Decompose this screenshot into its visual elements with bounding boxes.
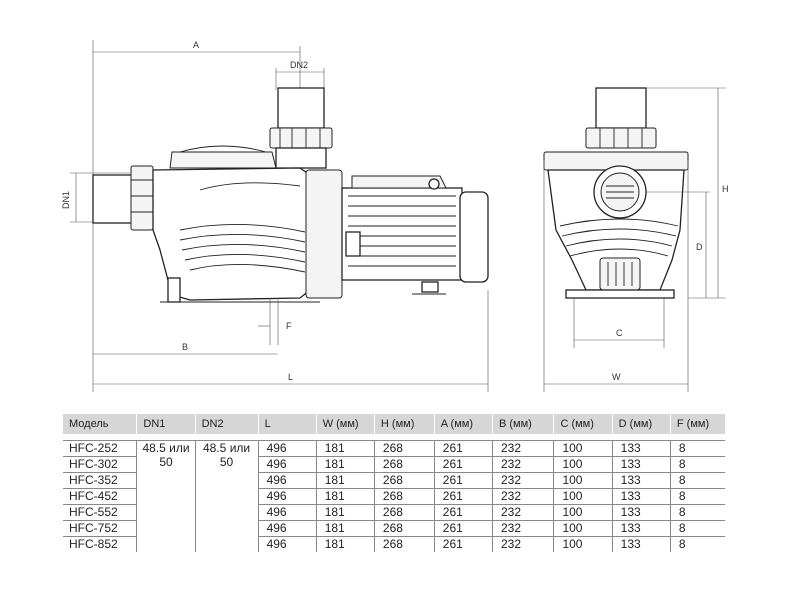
cell-b: 232 (491, 504, 554, 521)
cell-b: 232 (491, 440, 554, 457)
front-view: H D C W (543, 87, 729, 392)
cell-f: 8 (669, 488, 725, 505)
dim-label-l: L (288, 372, 293, 382)
header-c: C (мм) (553, 414, 613, 434)
cell-dn2: 48.5 или 50 (194, 440, 259, 552)
cell-b: 232 (491, 536, 554, 552)
specification-table: Модель DN1 DN2 L W (мм) H (мм) A (мм) B … (63, 414, 725, 552)
cell-dn1: 48.5 или 50 (136, 440, 196, 552)
cell-model: HFC-452 (63, 488, 137, 505)
cell-b: 232 (491, 456, 554, 473)
header-w: W (мм) (315, 414, 375, 434)
header-b: B (мм) (491, 414, 554, 434)
cell-a: 261 (433, 536, 493, 552)
cell-model: HFC-352 (63, 472, 137, 489)
header-h: H (мм) (373, 414, 435, 434)
cell-f: 8 (669, 472, 725, 489)
cell-b: 232 (491, 472, 554, 489)
cell-d: 133 (611, 472, 671, 489)
cell-l: 496 (257, 536, 317, 552)
dim-label-d: D (696, 242, 703, 252)
header-dn1: DN1 (136, 414, 196, 434)
cell-f: 8 (669, 504, 725, 521)
cell-a: 261 (433, 520, 493, 537)
cell-c: 100 (553, 472, 613, 489)
cell-d: 133 (611, 440, 671, 457)
dim-label-h: H (722, 184, 729, 194)
cell-h: 268 (373, 472, 435, 489)
cell-f: 8 (669, 520, 725, 537)
header-f: F (мм) (669, 414, 725, 434)
cell-l: 496 (257, 472, 317, 489)
cell-model: HFC-302 (63, 456, 137, 473)
cell-h: 268 (373, 456, 435, 473)
cell-d: 133 (611, 520, 671, 537)
cell-w: 181 (315, 456, 375, 473)
header-l: L (257, 414, 317, 434)
cell-c: 100 (553, 488, 613, 505)
cell-c: 100 (553, 456, 613, 473)
dim-label-w: W (612, 372, 621, 382)
cell-l: 496 (257, 504, 317, 521)
pump-technical-drawing: A DN2 DN1 (61, 40, 729, 392)
cell-a: 261 (433, 440, 493, 457)
cell-h: 268 (373, 488, 435, 505)
cell-f: 8 (669, 536, 725, 552)
header-a: A (мм) (433, 414, 493, 434)
cell-w: 181 (315, 440, 375, 457)
cell-d: 133 (611, 488, 671, 505)
cell-h: 268 (373, 520, 435, 537)
cell-d: 133 (611, 456, 671, 473)
cell-h: 268 (373, 440, 435, 457)
cell-w: 181 (315, 488, 375, 505)
cell-d: 133 (611, 536, 671, 552)
cell-w: 181 (315, 520, 375, 537)
side-view: A DN2 DN1 (61, 40, 489, 392)
cell-w: 181 (315, 504, 375, 521)
dim-label-dn1: DN1 (61, 191, 71, 209)
cell-a: 261 (433, 472, 493, 489)
header-dn2: DN2 (194, 414, 259, 434)
cell-f: 8 (669, 440, 725, 457)
dim-label-c: C (616, 328, 623, 338)
cell-model: HFC-252 (63, 440, 137, 457)
cell-l: 496 (257, 456, 317, 473)
cell-c: 100 (553, 440, 613, 457)
cell-w: 181 (315, 536, 375, 552)
cell-model: HFC-852 (63, 536, 137, 552)
cell-h: 268 (373, 536, 435, 552)
header-model: Модель (63, 414, 137, 434)
cell-l: 496 (257, 488, 317, 505)
cell-h: 268 (373, 504, 435, 521)
dim-label-a: A (193, 40, 199, 50)
cell-model: HFC-552 (63, 504, 137, 521)
dim-label-b: B (182, 342, 188, 352)
table-header-row: Модель DN1 DN2 L W (мм) H (мм) A (мм) B … (63, 414, 725, 434)
cell-a: 261 (433, 456, 493, 473)
dim-label-dn2: DN2 (290, 60, 308, 70)
cell-c: 100 (553, 504, 613, 521)
header-d: D (мм) (611, 414, 671, 434)
dim-label-f: F (286, 321, 292, 331)
cell-c: 100 (553, 536, 613, 552)
cell-l: 496 (257, 520, 317, 537)
cell-b: 232 (491, 520, 554, 537)
cell-l: 496 (257, 440, 317, 457)
cell-c: 100 (553, 520, 613, 537)
cell-model: HFC-752 (63, 520, 137, 537)
cell-w: 181 (315, 472, 375, 489)
cell-f: 8 (669, 456, 725, 473)
cell-a: 261 (433, 488, 493, 505)
cell-d: 133 (611, 504, 671, 521)
cell-b: 232 (491, 488, 554, 505)
cell-a: 261 (433, 504, 493, 521)
